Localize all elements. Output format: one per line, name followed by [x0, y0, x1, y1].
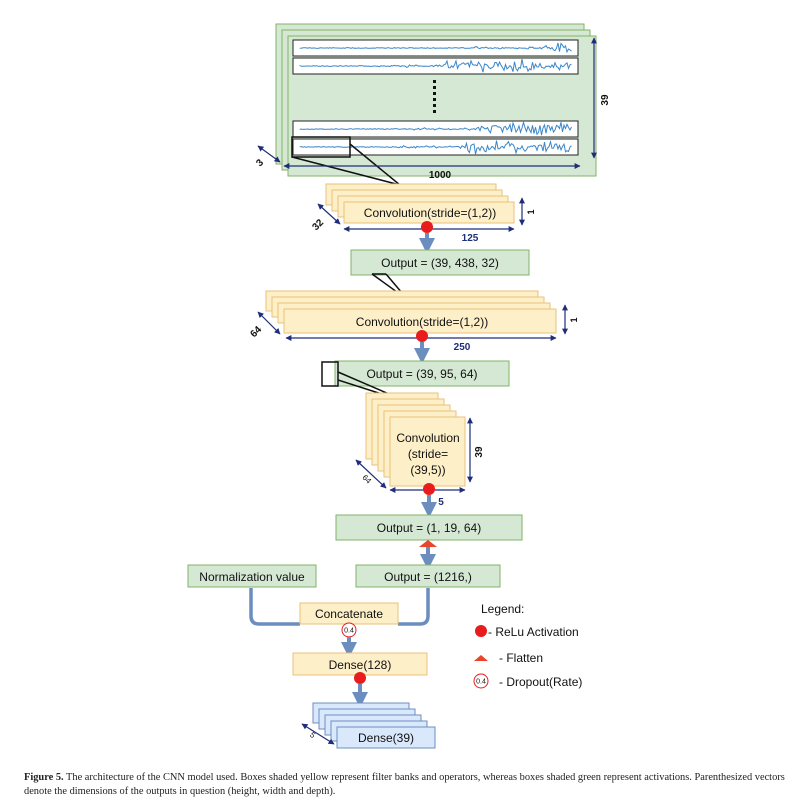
- output1-box: [350, 249, 530, 276]
- dense39-stack: [312, 702, 436, 749]
- kernel-window: [291, 136, 351, 158]
- figure-caption: Figure 5. The architecture of the CNN mo…: [24, 771, 794, 799]
- relu-activation-dot: [423, 483, 435, 495]
- conv1-depth-label: 32: [310, 217, 326, 233]
- waveform-line: [299, 120, 572, 136]
- legend: Legend: - ReLu Activation - Flatten 0.4 …: [473, 602, 582, 689]
- conv3-label-line3: (39,5)): [410, 463, 445, 477]
- conv3-label-line1: Convolution: [396, 431, 459, 445]
- conv2-height-label: 1: [569, 317, 579, 322]
- input-length-label: 1000: [429, 170, 452, 181]
- dense39-label: Dense(39): [358, 731, 414, 745]
- output1-label: Output = (39, 438, 32): [381, 256, 499, 270]
- dense39-depth-label: 5: [308, 730, 318, 740]
- output4-label: Output = (1216,): [384, 570, 472, 584]
- normalization-label: Normalization value: [199, 570, 305, 584]
- legend-dropout-label: - Dropout(Rate): [499, 675, 582, 689]
- flatten-marker: [419, 540, 437, 547]
- output3-box: [335, 514, 523, 541]
- conv3-label-line2: (stride=: [408, 447, 448, 461]
- waveform-line: [299, 59, 572, 73]
- waveform-strip: [292, 120, 579, 138]
- figure-label: Figure 5.: [24, 772, 64, 783]
- conv3-filter-stack: [365, 392, 466, 487]
- conv2-depth-label: 64: [248, 324, 264, 340]
- conv2-filter-stack: [265, 290, 557, 334]
- figure-caption-text: The architecture of the CNN model used. …: [24, 772, 785, 797]
- input-channels-label: 3: [254, 157, 266, 169]
- output3-label: Output = (1, 19, 64): [377, 521, 481, 535]
- concatenate-label: Concatenate: [315, 607, 383, 621]
- legend-relu-marker: [475, 625, 487, 637]
- dense39-depth-arrow: [301, 723, 335, 745]
- conv2-label: Convolution(stride=(1,2)): [356, 315, 488, 329]
- waveform-strips: [292, 39, 579, 156]
- dropout-rate-label: 0.4: [344, 628, 354, 635]
- waveform-line: [299, 42, 572, 54]
- legend-dropout-marker: [473, 673, 489, 689]
- conv3-width-label: 5: [438, 497, 444, 508]
- conv1-depth-arrow: [317, 203, 341, 225]
- conv1-width-label: 125: [462, 233, 479, 244]
- legend-relu-label: - ReLu Activation: [488, 625, 579, 639]
- output2-box: [334, 360, 510, 387]
- output4-box: [355, 564, 501, 588]
- merge-connector: [249, 588, 430, 626]
- kernel-window: [321, 361, 339, 387]
- conv2-width-label: 250: [454, 342, 471, 353]
- relu-activation-dot: [354, 672, 366, 684]
- legend-flatten-label: - Flatten: [499, 651, 543, 665]
- conv1-label: Convolution(stride=(1,2)): [364, 206, 496, 220]
- legend-title: Legend:: [481, 602, 524, 616]
- waveform-line: [299, 139, 572, 155]
- ellipsis-dots: [433, 80, 436, 113]
- legend-dropout-sample: 0.4: [476, 679, 486, 686]
- legend-flatten-marker: [474, 655, 488, 661]
- output2-label: Output = (39, 95, 64): [366, 367, 477, 381]
- input-channels-arrow: [257, 145, 281, 163]
- input-height-label: 39: [600, 94, 611, 106]
- conv2-depth-arrow: [257, 311, 281, 335]
- relu-activation-dot: [421, 221, 433, 233]
- relu-activation-dot: [416, 330, 428, 342]
- conv1-height-label: 1: [526, 209, 536, 214]
- conv3-height-label: 39: [474, 446, 485, 458]
- conv3-depth-arrow: [355, 459, 387, 489]
- dense128-label: Dense(128): [329, 658, 392, 672]
- waveform-strip: [292, 57, 579, 75]
- conv1-filter-stack: [325, 183, 515, 224]
- normalization-box: [187, 564, 317, 588]
- cnn-architecture-diagram: 39 1000 3 Convolution(stride=(1,2)) 1 12…: [187, 23, 611, 749]
